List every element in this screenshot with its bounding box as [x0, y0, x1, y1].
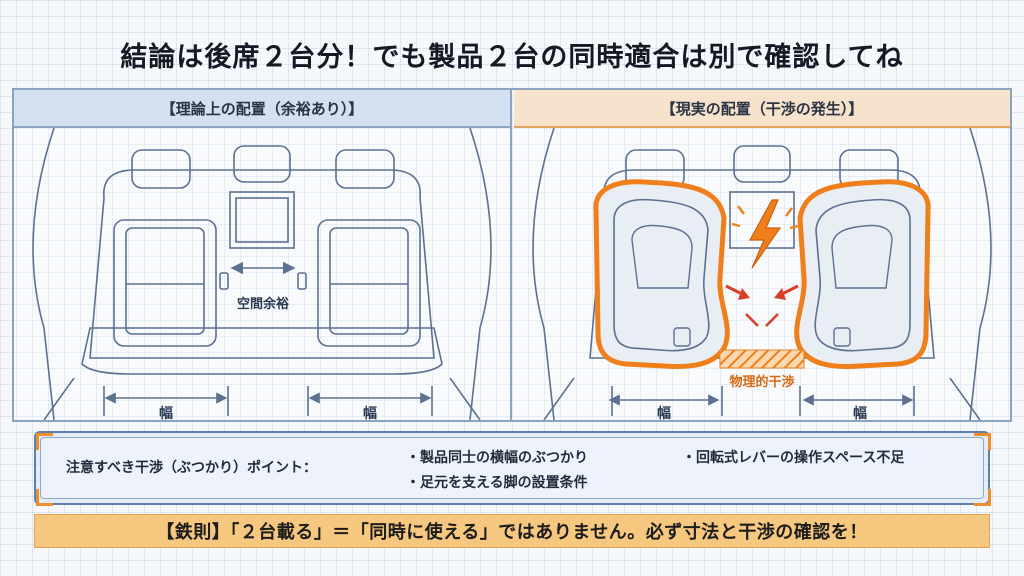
child-seat-left-outline [593, 179, 730, 369]
lightning-icon [748, 199, 782, 269]
headrest-center [233, 145, 291, 183]
center-armrest-panel [229, 191, 295, 249]
car-body-right-line [469, 128, 492, 420]
corner-accent [974, 433, 991, 450]
width-label-right-real: 幅 [853, 405, 867, 420]
car-body-left-line [32, 128, 55, 420]
width-label-right: 幅 [363, 405, 377, 420]
left-panel-header: 【理論上の配置（余裕あり）】 [14, 90, 510, 128]
theoretical-seat-diagram: 空間余裕 幅 幅 [32, 128, 492, 420]
width-label-left-real: 幅 [657, 405, 671, 420]
interference-label: 物理的干渉 [729, 374, 794, 390]
note-item-lever: ・回転式レバーの操作スペース不足 [682, 450, 905, 466]
rear-seat-cushion [81, 327, 443, 375]
interference-zone [719, 349, 805, 369]
notes-inner [40, 437, 984, 499]
child-seat-right [317, 219, 421, 347]
corner-accent [974, 489, 991, 506]
notes-label: 注意すべき干渉（ぶつかり）ポイント： [66, 460, 318, 476]
child-seat-left [113, 219, 217, 347]
corner-accent [36, 489, 53, 506]
headrest-right [335, 149, 395, 189]
note-item-legs: ・足元を支える脚の設置条件 [406, 475, 588, 491]
headrest-left [131, 149, 191, 189]
rule-banner: 【鉄則】「２台載る」＝「同時に使える」ではありません。必ず寸法と干渉の確認を！ [34, 514, 990, 548]
panel-divider [510, 88, 512, 422]
width-label-left: 幅 [159, 405, 173, 420]
note-item-width: ・製品同士の横幅のぶつかり [406, 450, 588, 466]
page-title: 結論は後席２台分！でも製品２台の同時適合は別で確認してね [120, 41, 904, 73]
child-seat-right-outline [794, 179, 931, 369]
corner-accent [36, 433, 53, 450]
gap-label: 空間余裕 [237, 296, 289, 312]
right-panel-header: 【現実の配置（干渉の発生）】 [514, 90, 1010, 128]
actual-seat-diagram: 物理的干渉 幅 幅 [532, 128, 992, 420]
rear-seat-back [89, 169, 435, 359]
